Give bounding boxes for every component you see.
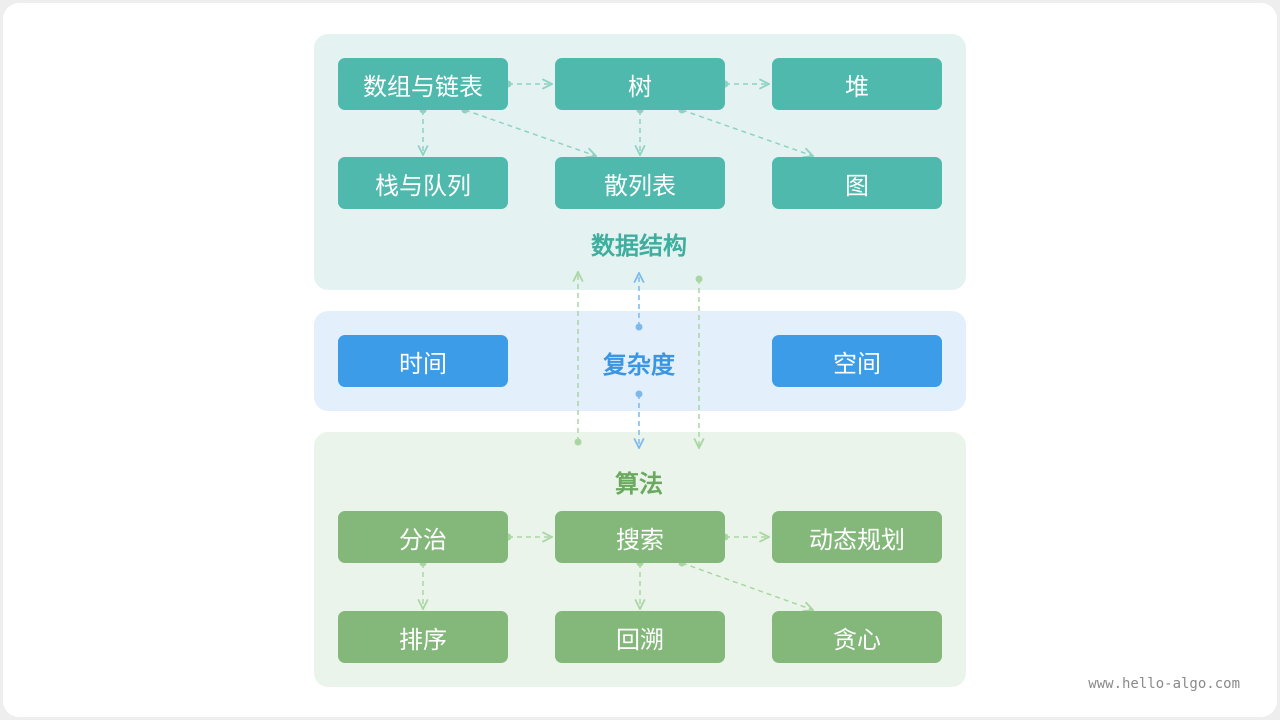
node-tree[interactable]: 树 xyxy=(555,58,725,110)
node-heap[interactable]: 堆 xyxy=(772,58,942,110)
node-array-linked-list[interactable]: 数组与链表 xyxy=(338,58,508,110)
node-stack-queue[interactable]: 栈与队列 xyxy=(338,157,508,209)
complexity-title: 复杂度 xyxy=(603,351,675,379)
node-time[interactable]: 时间 xyxy=(338,335,508,387)
node-hash-table[interactable]: 散列表 xyxy=(555,157,725,209)
node-divide-conquer[interactable]: 分治 xyxy=(338,511,508,563)
data-structures-title: 数据结构 xyxy=(591,232,687,260)
watermark: www.hello-algo.com xyxy=(1088,676,1240,692)
node-backtracking[interactable]: 回溯 xyxy=(555,611,725,663)
node-dynamic-programming[interactable]: 动态规划 xyxy=(772,511,942,563)
node-sorting[interactable]: 排序 xyxy=(338,611,508,663)
node-greedy[interactable]: 贪心 xyxy=(772,611,942,663)
algorithms-title: 算法 xyxy=(615,470,663,498)
node-search[interactable]: 搜索 xyxy=(555,511,725,563)
node-graph[interactable]: 图 xyxy=(772,157,942,209)
node-space[interactable]: 空间 xyxy=(772,335,942,387)
